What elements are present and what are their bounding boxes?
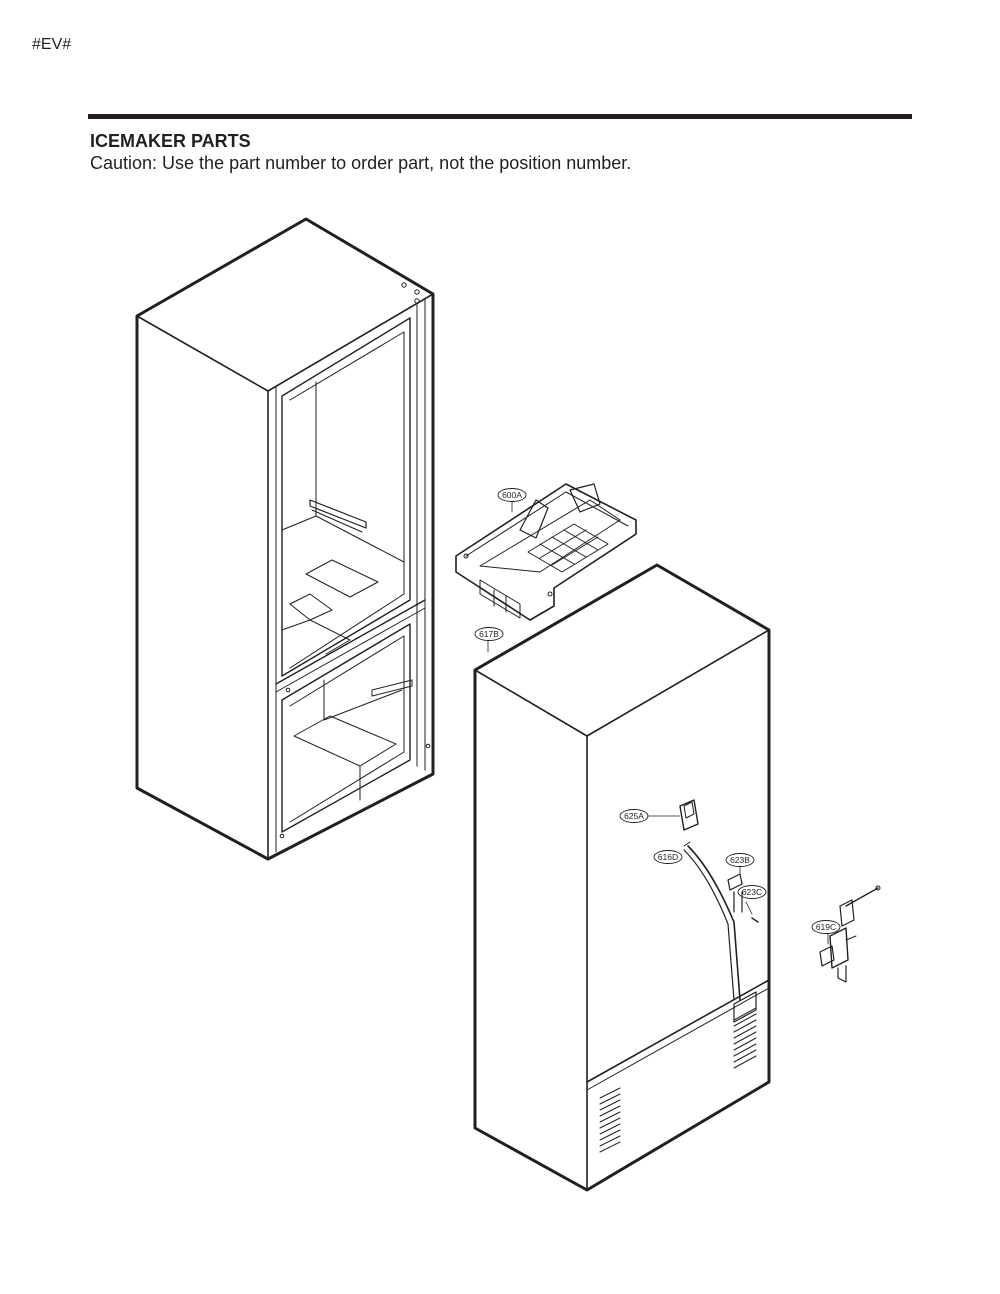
callout-619c: 619C: [811, 920, 841, 934]
screw-623c: [745, 901, 759, 923]
header-rule: [88, 114, 912, 119]
callout-623b: 623B: [725, 853, 755, 867]
cabinet-rear: [473, 563, 771, 1192]
water-tube-616d: [683, 841, 741, 1001]
page-tag: #EV#: [32, 36, 72, 53]
tube-clamp-623b: [727, 865, 743, 913]
callout-616d: 616D: [653, 850, 683, 864]
callout-label: 600A: [502, 490, 522, 500]
filter-bracket-625a: [647, 799, 699, 831]
callout-label: 623B: [730, 855, 750, 865]
caution-note: Caution: Use the part number to order pa…: [90, 153, 632, 173]
callout-625a: 625A: [619, 809, 649, 823]
section-title: ICEMAKER PARTS: [90, 131, 251, 151]
callout-label: 623C: [742, 887, 762, 897]
cabinet-liner: [135, 217, 435, 861]
callout-600a: 600A: [497, 488, 527, 502]
callout-label: 617B: [479, 629, 499, 639]
callout-617b: 617B: [474, 627, 504, 641]
callout-label: 616D: [658, 852, 678, 862]
callout-623c: 623C: [737, 885, 767, 899]
icemaker-assembly: [455, 483, 637, 621]
callout-label: 625A: [624, 811, 644, 821]
callout-label: 619C: [816, 922, 836, 932]
water-valve-619c: [819, 885, 881, 983]
